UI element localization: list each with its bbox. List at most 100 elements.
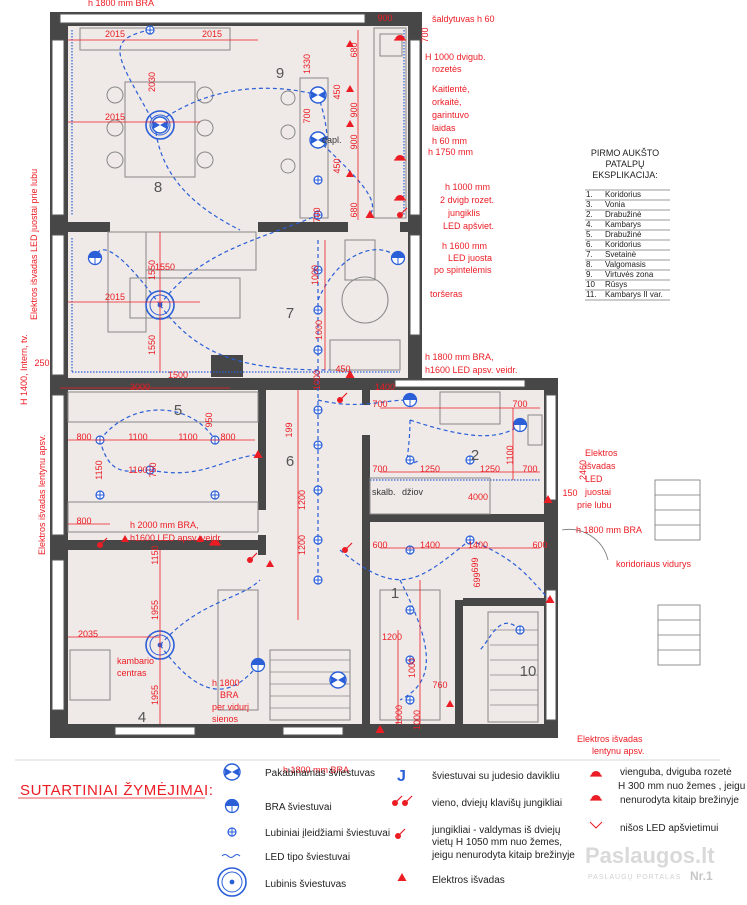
- explication-row-number: 2.: [586, 210, 593, 219]
- outlet-point-icon: [397, 873, 407, 881]
- dimension-label: 700: [522, 464, 537, 474]
- switch-icon: [391, 795, 403, 807]
- dimension-label: 1500: [168, 370, 188, 380]
- annotation-note: Elektros išvadas: [577, 734, 643, 744]
- dimension-label: 1000: [394, 705, 404, 725]
- explication-row-name: Kambarys II var.: [605, 290, 663, 299]
- explication-title: PIRMO AUKŠTO: [591, 148, 659, 158]
- annotation-note: prie lubu: [577, 500, 612, 510]
- room-number: 1: [391, 585, 399, 602]
- annotation-note: koridoriaus vidurys: [616, 559, 692, 569]
- recessed-light-icon: [515, 625, 525, 635]
- legend-item-label: nišos LED apšvietimui: [620, 823, 718, 834]
- explication-row-number: 11.: [586, 290, 597, 299]
- pendant-light-icon: [309, 86, 327, 104]
- wall-light-icon: [250, 657, 266, 673]
- dimension-label: 1200: [297, 490, 307, 510]
- pendant-light-icon: [223, 763, 241, 781]
- dimension-label: 1150: [94, 460, 104, 479]
- socket-icon: [589, 770, 603, 777]
- recessed-light-icon: [405, 605, 415, 615]
- dimension-label: 760: [432, 680, 447, 690]
- dimension-label: 450: [332, 84, 342, 99]
- annotation-note: h 2000 mm BRA,: [130, 520, 199, 530]
- recessed-light-icon: [313, 535, 323, 545]
- dimension-label: 1200: [297, 535, 307, 555]
- annotation-note: jungiklis: [447, 208, 481, 218]
- legend-item-label: LED tipo šviestuvai: [265, 852, 350, 863]
- dimension-label: 700: [302, 108, 312, 123]
- led-strips: [71, 30, 540, 481]
- legend-item-label: Pakabinamas šviestuvas: [265, 768, 375, 779]
- wall-light-icon: [402, 392, 418, 408]
- dimension-label: 2460: [578, 460, 588, 480]
- room-number: 10: [520, 663, 537, 680]
- recessed-light-icon: [405, 455, 415, 465]
- annotation-note: garintuvo: [432, 110, 469, 120]
- motion-sensor-icon: J: [397, 768, 406, 785]
- dimension-label: 1000: [312, 370, 322, 390]
- room-number: 2: [471, 447, 479, 464]
- explication-row-name: Drabužinė: [605, 210, 642, 219]
- dimension-label: 700: [372, 464, 387, 474]
- dimension-label: 1200: [382, 632, 402, 642]
- dimension-label: 900: [349, 102, 359, 117]
- appliance-label: skalb.: [372, 487, 396, 497]
- dimension-label: 1100: [128, 465, 147, 475]
- dimension-label: 1000: [412, 710, 422, 730]
- legend-title: SUTARTINIAI ŽYMĖJIMAI:: [20, 781, 214, 799]
- dimension-label: 600: [372, 540, 387, 550]
- wall-light-icon: [512, 417, 528, 433]
- recessed-light-icon: [313, 440, 323, 450]
- dimension-label: 1250: [420, 464, 440, 474]
- legend-item-label: vieno, dviejų klavišų jungikliai: [432, 798, 562, 809]
- legend-item-label: Lubiniai įleidžiami šviestuvai: [265, 828, 390, 839]
- dimension-label: 2030: [147, 72, 157, 92]
- explication-row-number: 3.: [586, 200, 593, 209]
- annotation-note: BRA: [220, 690, 239, 700]
- legend-symbols: J: [217, 763, 603, 897]
- socket-icon: [589, 794, 603, 801]
- legend-item-label: vienguba, dviguba rozetė: [620, 767, 732, 778]
- annotation-note: rozetės: [432, 64, 462, 74]
- explication-row-number: 10: [586, 280, 595, 289]
- recessed-light-icon: [145, 25, 155, 35]
- annotation-note: H 1400, Intern, tv.: [19, 334, 29, 405]
- annotation-note: h 1800 mm BRA,: [425, 352, 494, 362]
- room-number: 8: [154, 179, 162, 196]
- annotation-note: h1600 LED apsv. veidr.: [130, 533, 222, 543]
- explication-row-name: Rūsys: [605, 280, 627, 289]
- annotation-note: h 1800 mm BRA: [576, 525, 642, 535]
- explication-row-number: 1.: [586, 190, 593, 199]
- recessed-light-icon: [313, 575, 323, 585]
- two-way-switch-icon: [394, 828, 406, 840]
- dimension-label: 950: [204, 412, 214, 427]
- recessed-light-icon: [313, 485, 323, 495]
- pendant-light-icon: [151, 116, 169, 134]
- recessed-light-icon: [313, 345, 323, 355]
- annotation-note: Elektros išvadas LED juostai prie lubu: [29, 169, 39, 320]
- room-number: 4: [138, 709, 146, 726]
- dimension-label: 600: [532, 540, 547, 550]
- explication-title: PATALPŲ: [605, 159, 644, 169]
- annotation-note: lentynu apsv.: [592, 746, 644, 756]
- explication-row-name: Drabužinė: [605, 230, 642, 239]
- legend-item-label: Elektros išvadas: [432, 875, 505, 886]
- explication-row-number: 5.: [586, 230, 593, 239]
- watermark-rank: Nr.1: [690, 869, 713, 883]
- annotation-note: h 60 mm: [432, 136, 467, 146]
- dimension-label: 4000: [468, 492, 488, 502]
- legend-item-label: vietų H 1050 mm nuo žemes,: [432, 837, 562, 848]
- wall-light-icon: [390, 250, 406, 266]
- dimension-label: 1100: [128, 432, 147, 442]
- recessed-light-icon: [405, 695, 415, 705]
- explication-row-name: Valgomasis: [605, 260, 646, 269]
- explication-row-number: 6.: [586, 240, 593, 249]
- explication-table-lines: [585, 189, 670, 301]
- dimension-label: 1150: [150, 545, 160, 564]
- dimension-label: 2015: [105, 292, 125, 302]
- annotation-note: kambario: [117, 656, 154, 666]
- dimension-label: 199: [284, 422, 294, 437]
